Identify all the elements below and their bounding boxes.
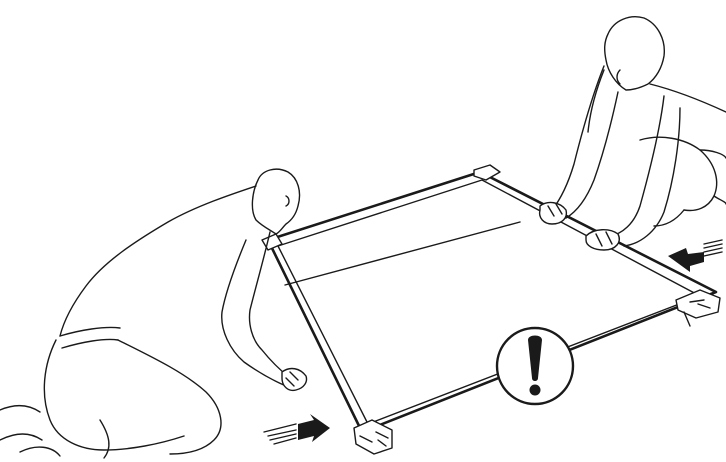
person-right-icon	[540, 17, 726, 250]
frame-icon	[262, 165, 720, 454]
person-left-icon	[0, 169, 307, 458]
warning-exclamation-icon	[497, 328, 573, 404]
